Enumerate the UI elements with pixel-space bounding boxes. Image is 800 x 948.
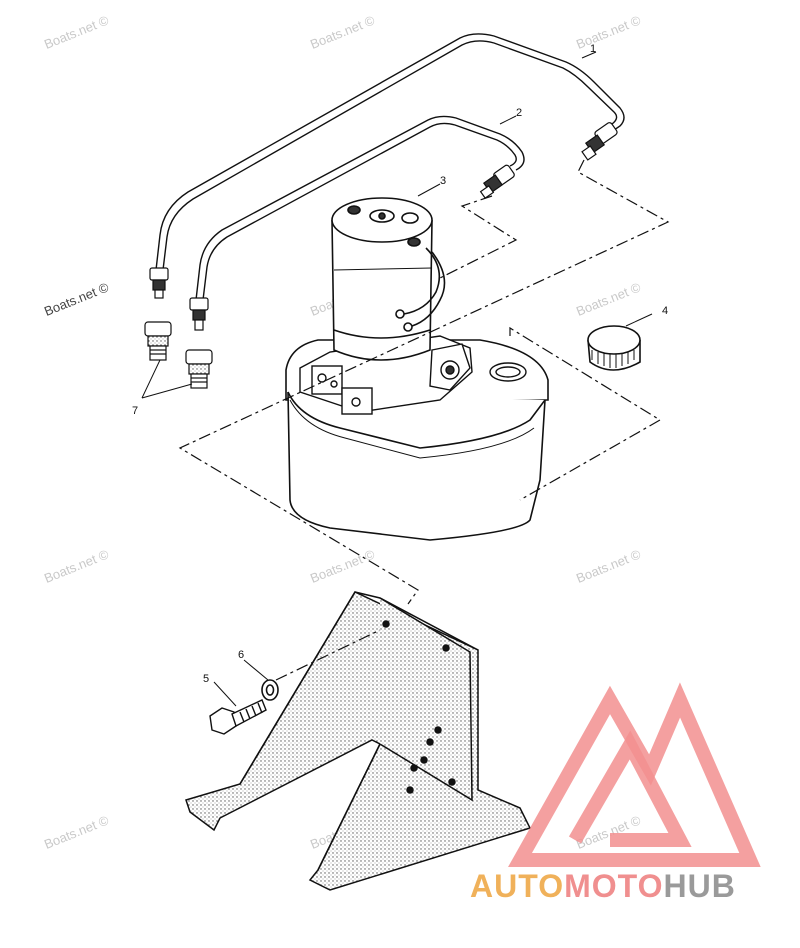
automotohub-logo-icon <box>508 682 761 867</box>
assembly-reference-lines <box>178 159 670 681</box>
tube-2-fitting-right <box>479 164 515 199</box>
tube-2-fitting-left <box>189 297 209 331</box>
mounting-bracket <box>185 591 532 891</box>
electric-motor <box>331 197 433 361</box>
washer <box>261 679 279 701</box>
automotohub-brand: AUTOMOTOHUB <box>470 868 736 905</box>
reservoir-filler-neck <box>489 362 527 382</box>
callout-4: 4 <box>662 305 668 317</box>
motor-wires <box>395 247 446 332</box>
tube-1-fitting-left <box>149 267 169 299</box>
callout-7: 7 <box>132 405 138 417</box>
brand-part-auto: AUTO <box>470 868 565 904</box>
callout-6: 6 <box>238 649 244 661</box>
hydraulic-tube-1 <box>155 33 625 271</box>
fitting-7-lower <box>185 349 213 389</box>
reservoir-fill-cap <box>587 325 641 371</box>
callout-1: 1 <box>590 43 596 55</box>
fitting-7-upper <box>144 321 172 361</box>
callout-5: 5 <box>203 673 209 685</box>
mounting-bolt <box>209 699 267 735</box>
callout-2: 2 <box>516 107 522 119</box>
brand-part-hub: HUB <box>663 868 736 904</box>
tube-1-fitting-right <box>581 122 618 161</box>
hydraulic-tube-2 <box>195 115 525 301</box>
callout-leader-lines <box>141 51 653 707</box>
callout-3: 3 <box>440 175 446 187</box>
brand-part-moto: MOTO <box>564 868 664 904</box>
